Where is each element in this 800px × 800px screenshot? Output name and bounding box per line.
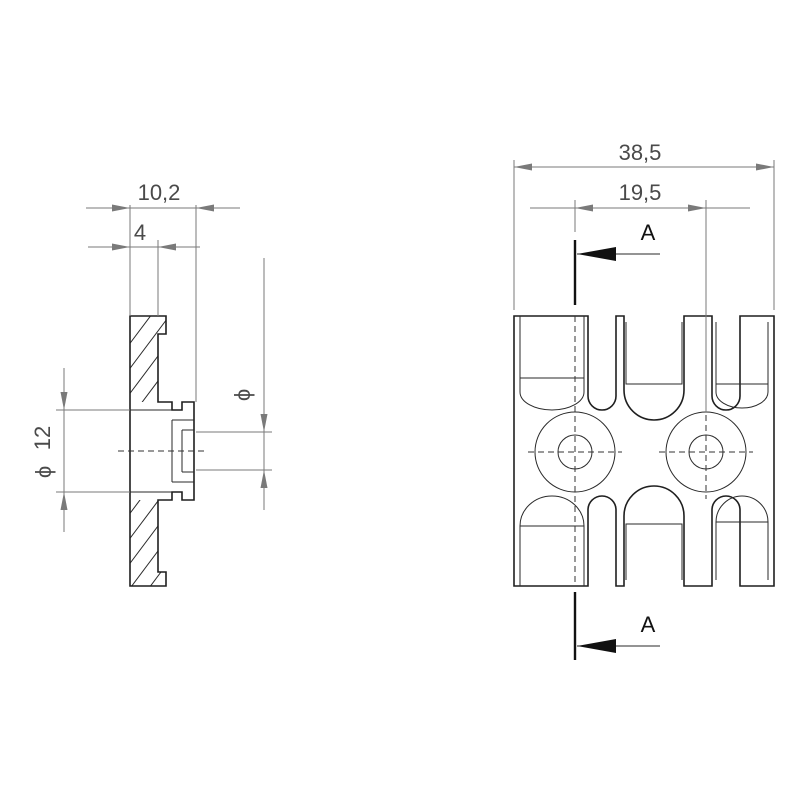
dim-arrow [260, 414, 268, 432]
pocket-bottom-left-end [519, 495, 585, 527]
dim-arrow [60, 392, 68, 410]
dim-arrow [196, 204, 214, 212]
pocket-top-left [519, 316, 585, 379]
part-profile-outline [129, 315, 195, 587]
section-arrow-bottom [577, 639, 616, 653]
dim-arrow [514, 163, 532, 171]
hole-diameter-symbol: ϕ [230, 389, 255, 401]
front-view: A A 38,5 19,5 [513, 140, 775, 660]
dim-hole-spacing: 19,5 [619, 180, 662, 205]
section-hatching-top [130, 316, 166, 402]
pocket-bottom-right-end [715, 495, 769, 523]
section-arrow-top [577, 247, 616, 261]
side-view: 10,2 4 12 ϕ ϕ [30, 180, 272, 587]
diameter-symbol: ϕ [31, 466, 56, 478]
dim-overall-depth: 10,2 [138, 180, 181, 205]
dim-arrow [688, 204, 706, 212]
dim-arrow [575, 204, 593, 212]
dim-diameter-label: 12 ϕ [30, 426, 56, 478]
dim-arrow [112, 243, 130, 251]
section-hatching-bottom [130, 500, 166, 586]
pocket-top-right-end [715, 384, 769, 409]
front-body-outline [513, 315, 775, 587]
section-label-bottom: A [641, 612, 656, 637]
pocket-bottom-left [519, 525, 585, 586]
dim-diameter: 12 [30, 426, 55, 450]
dim-overall-width: 38,5 [619, 140, 662, 165]
dim-arrow [158, 243, 176, 251]
dim-arrow [260, 470, 268, 488]
pocket-top-middle [625, 322, 683, 385]
dim-arrow [756, 163, 774, 171]
pocket-bottom-middle [625, 523, 683, 580]
pocket-top-right [715, 322, 769, 385]
section-label-top: A [641, 220, 656, 245]
dim-flange-thickness: 4 [134, 220, 146, 245]
dim-hole-label: ϕ [230, 389, 255, 401]
pocket-bottom-right [715, 521, 769, 580]
dim-arrow [60, 492, 68, 510]
dim-arrow [112, 204, 130, 212]
pocket-top-left-end [519, 378, 585, 411]
